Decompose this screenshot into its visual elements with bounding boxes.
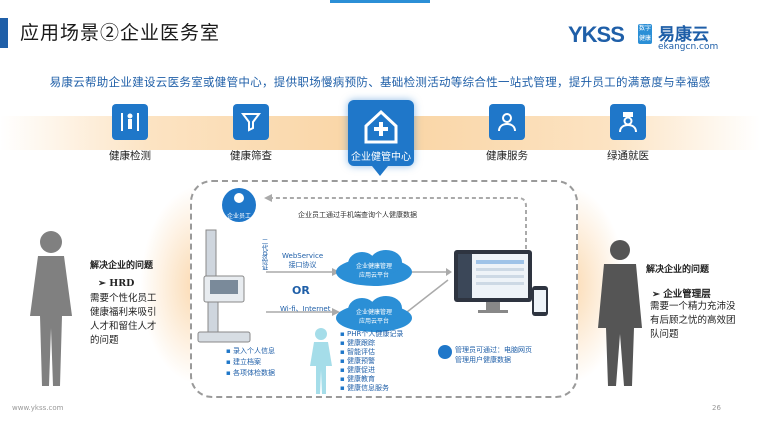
top-accent-line [330, 0, 430, 3]
function-item-green-channel[interactable] [610, 104, 646, 140]
nurse-icon [610, 104, 646, 140]
brand-logo: YKSS 数字健康 易康云 ekangcn.com [568, 20, 748, 56]
left-heading: 解决企业的问题 [90, 261, 154, 271]
footer-url: www.ykss.com [12, 404, 64, 412]
left-bullet-text: HRD [109, 278, 135, 289]
top-return-arrow [264, 194, 527, 249]
logo-name: 易康云 [658, 25, 709, 45]
function-label-service: 健康服务 [486, 150, 528, 162]
cloud1-label: 企业健康管理 应用云平台 [334, 262, 414, 280]
kiosk-info-list: 录入个人信息 建立档案 各项体检数据 [226, 346, 275, 379]
page-number: 26 [712, 404, 721, 412]
center-pointer [372, 166, 388, 176]
woman-silhouette [30, 231, 72, 386]
phr-item: 健康预警 [340, 357, 403, 366]
function-label-health-check: 健康检测 [109, 150, 151, 162]
or-label: OR [292, 284, 310, 297]
phr-item: 智能评估 [340, 348, 403, 357]
function-item-health-check[interactable] [112, 104, 148, 140]
house-plus-icon [364, 109, 398, 144]
kiosk-item: 各项体检数据 [226, 368, 275, 379]
phr-item: 健康促进 [340, 366, 403, 375]
left-body: 需要个性化员工健康福利来吸引人才和留住人才的问题 [90, 293, 157, 346]
cloud1-line2: 应用云平台 [358, 272, 389, 279]
webservice-line1: WebService [282, 252, 324, 260]
logo-ykss: YKSS [568, 22, 625, 47]
cloud2-label: 企业健康管理 应用云平台 [334, 308, 414, 326]
logo-mini-badge: 数字健康 [638, 24, 652, 44]
right-heading: 解决企业的问题 [646, 265, 710, 275]
function-item-screening[interactable] [233, 104, 269, 140]
function-item-service[interactable] [489, 104, 525, 140]
function-item-center[interactable] [348, 100, 414, 166]
admin-icon [438, 345, 452, 359]
cloud-platform-1 [336, 250, 412, 286]
right-bullet: ➢ 企业管理层 [652, 289, 711, 300]
right-body: 需要一个精力充沛没有后顾之忧的高效团队问题 [650, 301, 736, 340]
webservice-line2: 接口协议 [288, 261, 317, 269]
function-label-green-channel: 绿通就医 [607, 150, 649, 162]
right-bullet-text: 企业管理层 [663, 289, 711, 300]
employee-icon [234, 193, 244, 203]
flow-arrows [266, 268, 452, 316]
phr-item: 健康信息服务 [340, 384, 403, 393]
function-label-screening: 健康筛查 [230, 150, 272, 162]
function-label-center: 企业健管中心 [351, 152, 411, 163]
phr-item: 健康教育 [340, 375, 403, 384]
filter-icon [233, 104, 269, 140]
admin-line1: 管理员可通过：电脑网页 [455, 346, 532, 354]
wifi-label: Wi-fi、Internet [280, 305, 331, 313]
logo-url: ekangcn.com [658, 42, 719, 52]
woman-silhouette-center [310, 328, 332, 394]
phr-item: 健康跟踪 [340, 339, 403, 348]
phr-feature-list: PHR个人健康记录 健康跟踪 智能评估 健康预警 健康促进 健康教育 健康信息服… [340, 330, 403, 393]
cloud-platform-2 [336, 296, 412, 332]
webservice-label: WebService 接口协议 [282, 252, 323, 270]
cloud2-line2: 应用云平台 [358, 318, 389, 325]
title-accent-bar [0, 18, 8, 48]
doctor-icon [489, 104, 525, 140]
employee-avatar [222, 188, 256, 222]
kiosk-item: 录入个人信息 [226, 346, 275, 357]
cloud1-line1: 企业健康管理 [355, 263, 392, 270]
employee-label: 企业员工 [226, 213, 251, 220]
left-bullet: ➢ HRD [98, 278, 135, 289]
admin-note: 管理员可通过：电脑网页 管理用户健康数据 [455, 345, 532, 365]
phr-item: PHR个人健康记录 [340, 330, 403, 339]
cloud2-line1: 企业健康管理 [355, 309, 392, 316]
page-title: 应用场景②企业医务室 [20, 22, 221, 44]
page-subtitle: 易康云帮助企业建设云医务室或健管中心，提供职场慢病预防、基础检测活动等综合性一站… [49, 75, 711, 89]
top-caption: 企业员工通过手机端查询个人健康数据 [298, 211, 417, 219]
kiosk-id-label: 二代身份证 [260, 238, 268, 271]
admin-monitor [454, 250, 548, 316]
person-measure-icon [112, 104, 148, 140]
man-silhouette [598, 240, 642, 386]
kiosk-device [197, 229, 251, 343]
kiosk-item: 建立档案 [226, 357, 275, 368]
admin-line2: 管理用户健康数据 [455, 356, 511, 364]
